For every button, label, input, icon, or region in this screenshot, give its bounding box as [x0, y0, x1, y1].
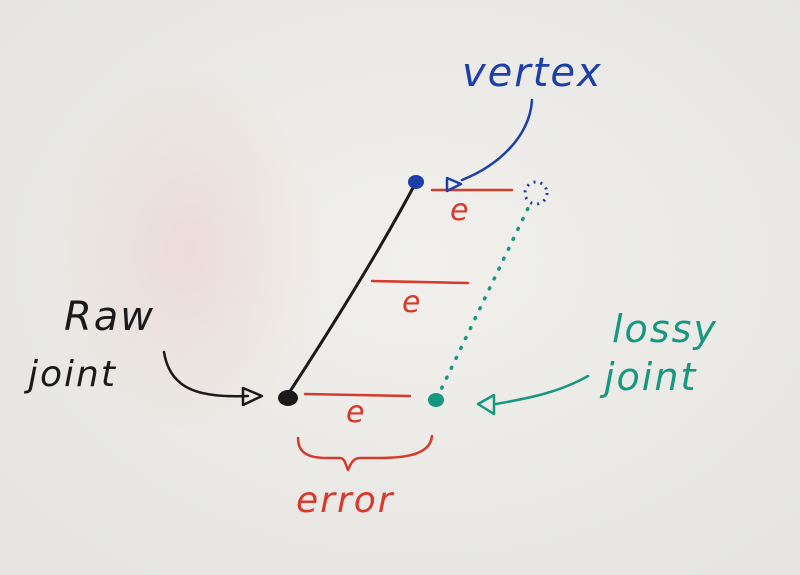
raw-joint-arrow	[162, 350, 250, 398]
vertex-point	[408, 175, 424, 189]
vertex-arrow	[460, 98, 534, 182]
raw-joint-point	[278, 390, 298, 406]
lossy-label-line1: lossy	[612, 307, 718, 351]
error-brace	[296, 434, 434, 472]
displaced-vertex-marker	[523, 180, 549, 206]
lossy-joint-arrow	[494, 374, 590, 406]
lossy-joint-arrowhead	[476, 393, 496, 416]
lossy-label-line2: joint	[599, 355, 697, 399]
raw-to-vertex-line	[285, 182, 417, 398]
error-e-bottom: e	[346, 395, 366, 430]
raw-label-line2: joint	[23, 354, 117, 395]
error-e-middle: e	[402, 285, 422, 320]
error-line-bottom	[303, 392, 412, 398]
lossy-joint-point	[428, 393, 444, 407]
lossy-to-vertex-dotted-line	[435, 200, 533, 400]
error-label: error	[296, 480, 395, 521]
error-line-middle	[370, 279, 470, 285]
vertex-arrowhead	[445, 176, 463, 193]
vertex-label: vertex	[462, 50, 603, 96]
raw-label-line1: Raw	[64, 294, 155, 340]
error-e-top: e	[450, 193, 470, 228]
raw-joint-arrowhead	[241, 386, 264, 407]
